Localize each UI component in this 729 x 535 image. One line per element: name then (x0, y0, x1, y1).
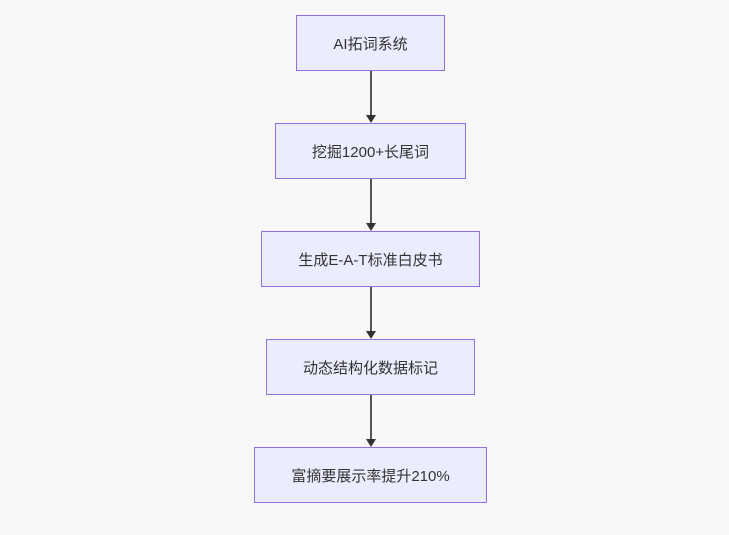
flow-node-label: 生成E-A-T标准白皮书 (298, 251, 443, 269)
flow-node-ai-word-expansion: AI拓词系统 (296, 15, 445, 71)
flow-node-eat-whitepaper: 生成E-A-T标准白皮书 (261, 231, 480, 287)
edge-line (369, 395, 372, 440)
flow-edge-3 (365, 287, 376, 339)
flowchart-diagram: AI拓词系统 挖掘1200+长尾词 生成E-A-T标准白皮书 动态结构化数据标记… (6, 0, 729, 535)
flow-node-label: 动态结构化数据标记 (302, 359, 438, 377)
flow-edge-4 (365, 395, 376, 447)
edge-line (369, 179, 372, 224)
flow-edge-2 (365, 179, 376, 231)
flow-node-rich-snippet-result: 富摘要展示率提升210% (254, 447, 487, 503)
flow-node-label: 富摘要展示率提升210% (291, 467, 450, 485)
arrow-down-icon (365, 223, 376, 231)
flow-node-label: 挖掘1200+长尾词 (311, 143, 430, 161)
flow-node-longtail-mining: 挖掘1200+长尾词 (274, 123, 467, 179)
arrow-down-icon (365, 115, 376, 123)
flow-edge-1 (365, 71, 376, 123)
edge-line (369, 287, 372, 332)
flow-node-structured-data: 动态结构化数据标记 (265, 339, 475, 395)
arrow-down-icon (365, 439, 376, 447)
arrow-down-icon (365, 331, 376, 339)
flow-node-label: AI拓词系统 (333, 35, 408, 53)
edge-line (369, 71, 372, 116)
